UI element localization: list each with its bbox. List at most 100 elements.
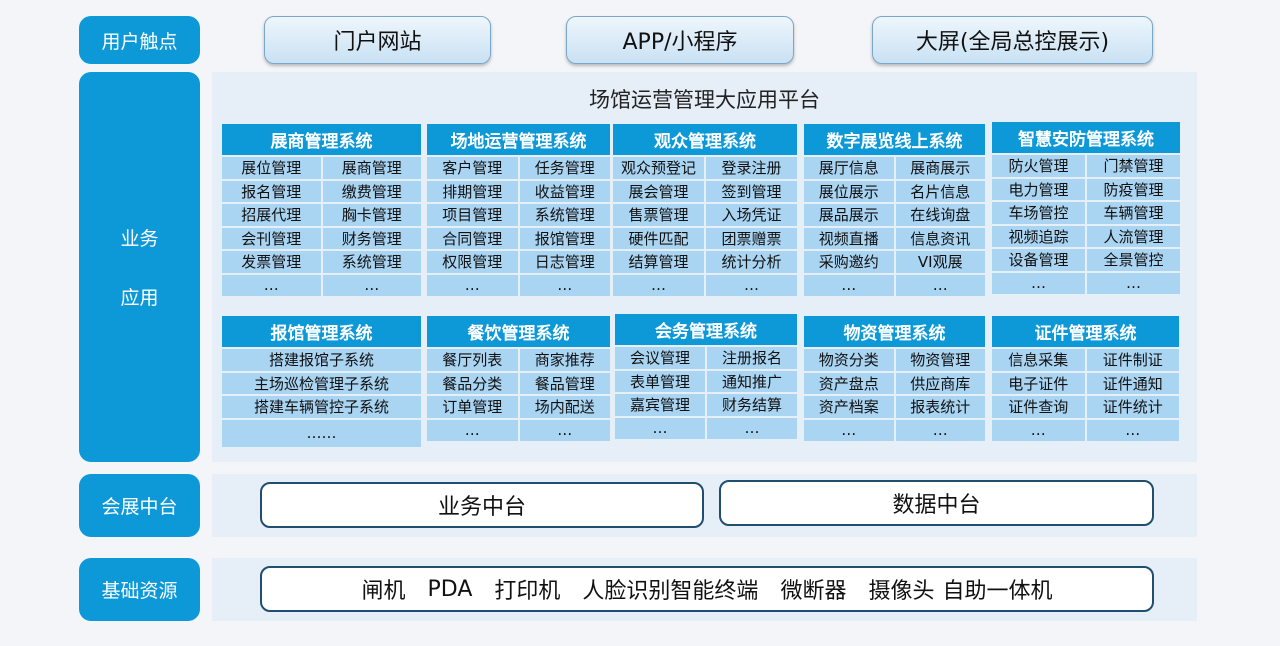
module-item[interactable]: … [519,419,610,441]
module-item[interactable]: 注册报名 [707,347,797,369]
module-item[interactable]: 结算管理 [613,251,704,273]
module-item[interactable]: 商家推荐 [519,349,610,371]
touchpoint-bigscreen-button[interactable]: 大屏(全局总控展示) [872,16,1153,64]
module-item[interactable]: 展厅信息 [804,157,894,179]
module-item[interactable]: … [613,274,704,296]
module-item[interactable]: 收益管理 [519,180,610,202]
module-item[interactable]: 客户管理 [427,157,518,179]
module-item[interactable]: 信息资讯 [895,227,985,249]
touchpoint-portal-button[interactable]: 门户网站 [264,16,491,64]
module-item[interactable]: 视频追踪 [992,225,1085,247]
module-item[interactable]: 场内配送 [519,396,610,418]
module-item[interactable]: 资产盘点 [804,372,894,394]
module-item[interactable]: 财务结算 [707,394,797,416]
module-item[interactable]: 发票管理 [222,251,321,273]
module-item[interactable]: 团票赠票 [706,227,797,249]
module-item[interactable]: 证件统计 [1086,396,1179,418]
module-item[interactable]: 证件查询 [992,396,1085,418]
module-item[interactable]: 登录注册 [706,157,797,179]
touchpoint-app-button[interactable]: APP/小程序 [566,16,794,64]
module-item[interactable]: 展会管理 [613,180,704,202]
module-item[interactable]: 胸卡管理 [322,204,421,226]
module-item[interactable]: … [322,274,421,296]
module-item[interactable]: 车辆管理 [1087,202,1180,224]
module-item[interactable]: 入场凭证 [706,204,797,226]
module-item[interactable]: 招展代理 [222,204,321,226]
module-item[interactable]: 电子证件 [992,372,1085,394]
module-item[interactable]: 签到管理 [706,180,797,202]
module-item[interactable]: 防疫管理 [1087,178,1180,200]
module-item[interactable]: 物资分类 [804,349,894,371]
module-item[interactable]: 全景管控 [1087,249,1180,271]
module-item[interactable]: 展位展示 [804,180,894,202]
module-item[interactable]: 观众预登记 [613,157,704,179]
module-item[interactable]: 系统管理 [322,251,421,273]
module-item[interactable]: 名片信息 [895,180,985,202]
module-item[interactable]: … [804,419,894,441]
data-middle-platform-box[interactable]: 数据中台 [719,480,1154,526]
module-item[interactable]: … [519,274,610,296]
module-item[interactable]: … [992,419,1085,441]
module-item[interactable]: 信息采集 [992,349,1085,371]
module-item[interactable]: 车场管控 [992,202,1085,224]
module-item[interactable]: 搭建车辆管控子系统 [222,396,421,418]
module-item[interactable]: 设备管理 [992,249,1085,271]
module-item[interactable]: 电力管理 [992,178,1085,200]
module-item[interactable]: 在线询盘 [895,204,985,226]
module-item[interactable]: 嘉宾管理 [615,394,705,416]
module-item[interactable]: 排期管理 [427,180,518,202]
module-item[interactable]: 硬件匹配 [613,227,704,249]
module-item[interactable]: 展商管理 [322,157,421,179]
module-item[interactable]: 主场巡检管理子系统 [222,372,421,394]
module-item[interactable]: 通知推广 [707,370,797,392]
module-item[interactable]: 缴费管理 [322,180,421,202]
module-item[interactable]: 售票管理 [613,204,704,226]
module-item[interactable]: 展商展示 [895,157,985,179]
module-item[interactable]: 人流管理 [1087,225,1180,247]
module-item[interactable]: 视频直播 [804,227,894,249]
module-item[interactable]: 报馆管理 [519,227,610,249]
module-item[interactable]: 证件通知 [1086,372,1179,394]
module-item[interactable]: 表单管理 [615,370,705,392]
module-item[interactable]: 合同管理 [427,227,518,249]
module-item[interactable]: 门禁管理 [1087,155,1180,177]
module-item[interactable]: 防火管理 [992,155,1085,177]
module-item[interactable]: … [427,419,518,441]
module-item[interactable]: … [1086,419,1179,441]
module-item[interactable]: 供应商库 [895,372,985,394]
module-item[interactable]: …… [222,419,421,447]
module-item[interactable]: … [427,274,518,296]
module-item[interactable]: 物资管理 [895,349,985,371]
module-item[interactable]: 报名管理 [222,180,321,202]
module-item[interactable]: 订单管理 [427,396,518,418]
module-item[interactable]: … [706,274,797,296]
module-item[interactable]: … [222,274,321,296]
module-item[interactable]: 会议管理 [615,347,705,369]
module-item[interactable]: … [707,417,797,439]
module-item[interactable]: 任务管理 [519,157,610,179]
module-item[interactable]: … [895,419,985,441]
module-item[interactable]: … [615,417,705,439]
module-item[interactable]: … [895,274,985,296]
module-item[interactable]: 财务管理 [322,227,421,249]
module-item[interactable]: 餐品分类 [427,372,518,394]
module-item[interactable]: 展品展示 [804,204,894,226]
module-item[interactable]: 餐厅列表 [427,349,518,371]
module-item[interactable]: … [1087,272,1180,294]
module-item[interactable]: 日志管理 [519,251,610,273]
module-item[interactable]: 餐品管理 [519,372,610,394]
module-item[interactable]: 报表统计 [895,396,985,418]
module-item[interactable]: 搭建报馆子系统 [222,349,421,371]
module-item[interactable]: 证件制证 [1086,349,1179,371]
module-item[interactable]: … [992,272,1085,294]
module-item[interactable]: 展位管理 [222,157,321,179]
module-item[interactable]: … [804,274,894,296]
module-item[interactable]: 权限管理 [427,251,518,273]
module-item[interactable]: 采购邀约 [804,251,894,273]
business-middle-platform-box[interactable]: 业务中台 [260,482,704,528]
module-item[interactable]: 项目管理 [427,204,518,226]
module-item[interactable]: VI观展 [895,251,985,273]
module-item[interactable]: 系统管理 [519,204,610,226]
module-item[interactable]: 会刊管理 [222,227,321,249]
module-item[interactable]: 统计分析 [706,251,797,273]
